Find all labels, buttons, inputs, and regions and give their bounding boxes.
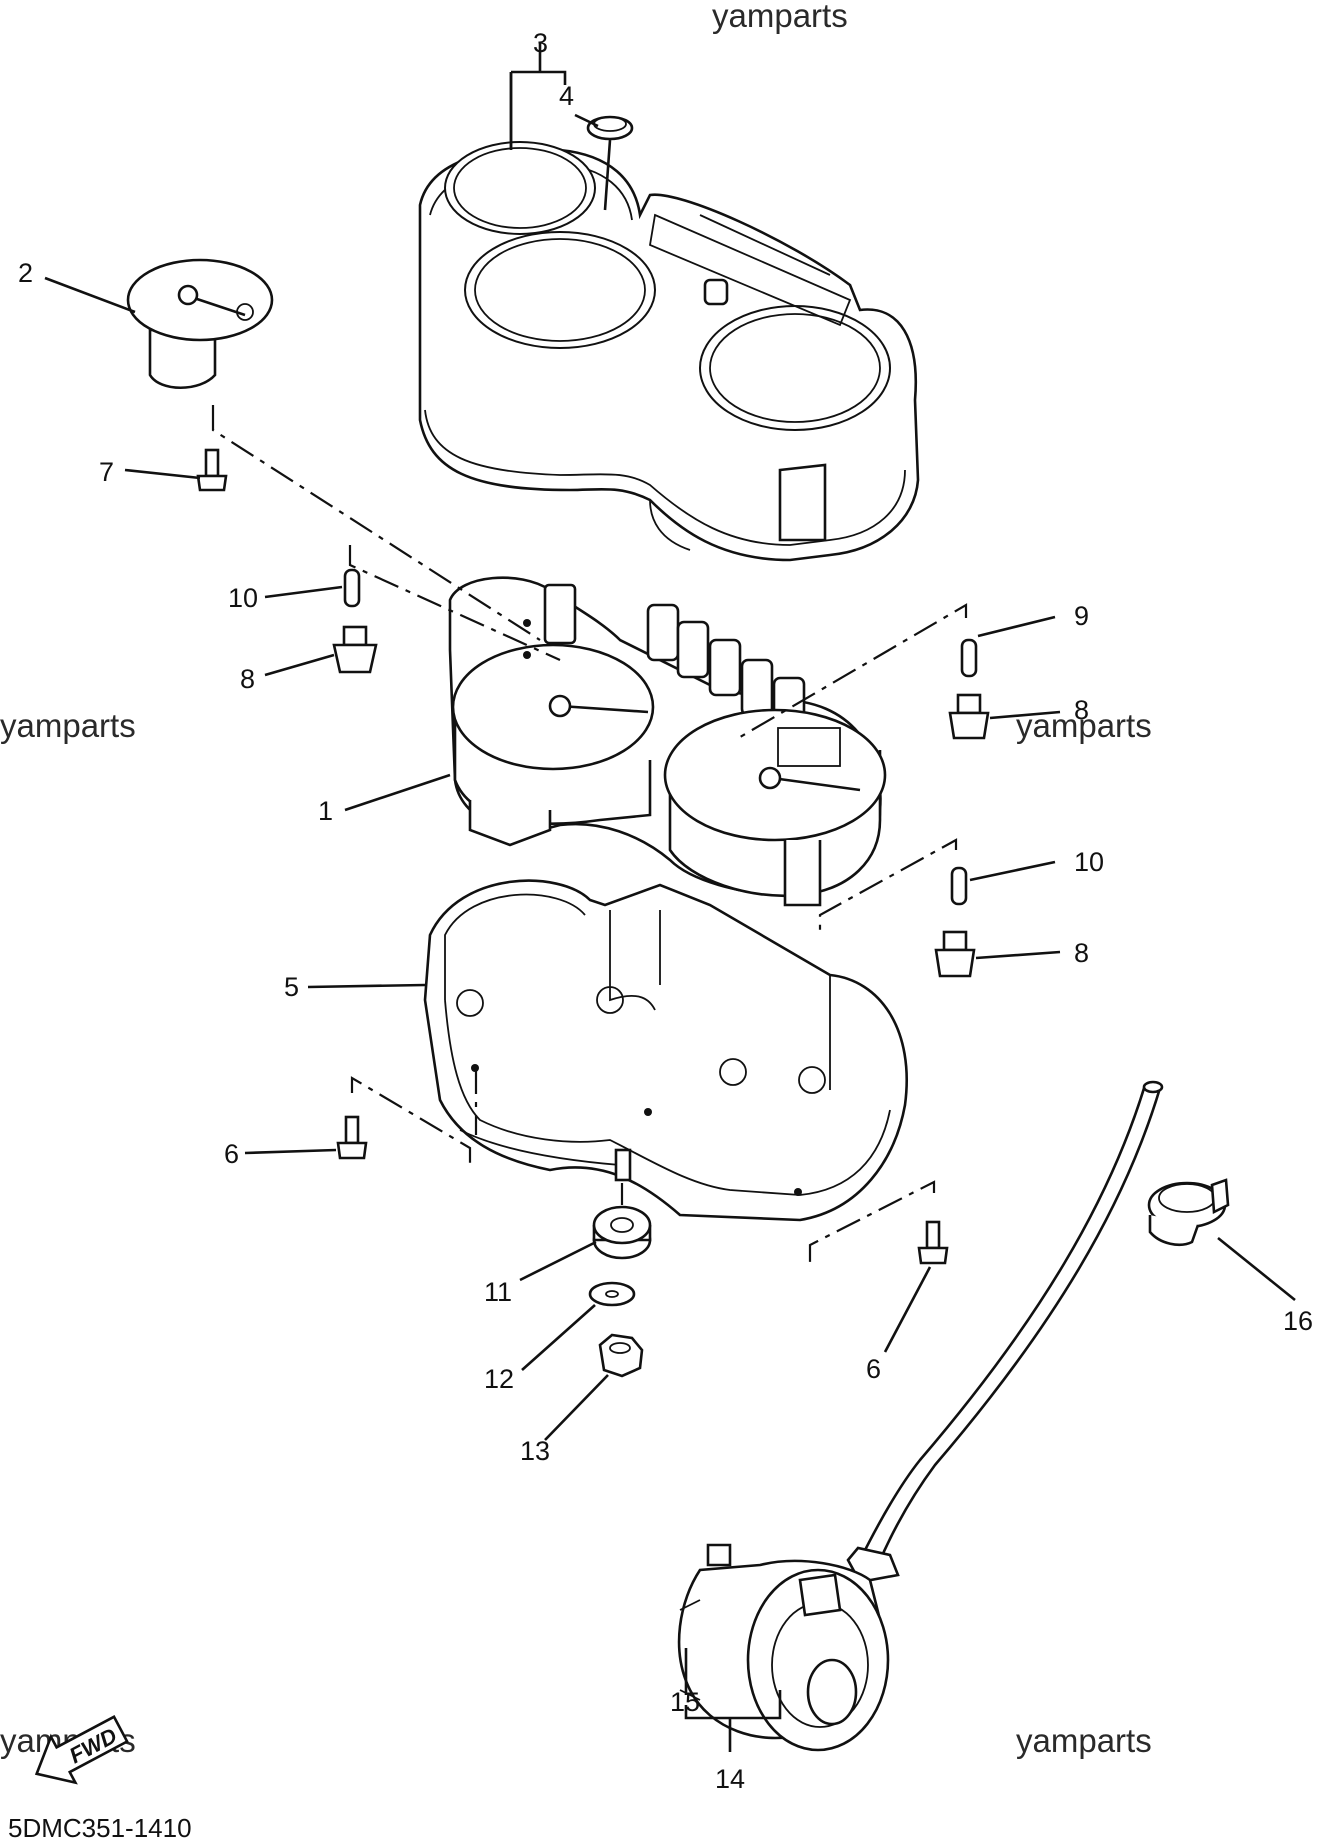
leader-10-right	[969, 860, 1056, 882]
leader-4	[574, 113, 612, 211]
leader-2	[44, 276, 136, 314]
leader-8-left	[264, 653, 335, 677]
leader-12	[521, 1304, 596, 1371]
grommet-8-left	[332, 625, 378, 674]
meter-assembly	[448, 576, 887, 907]
callout-8-left: 8	[240, 664, 255, 694]
callout-8-right-lower: 8	[1074, 938, 1089, 968]
callout-11: 11	[484, 1277, 512, 1307]
leader-11	[519, 1240, 597, 1282]
callout-8-right-upper: 8	[1074, 695, 1089, 725]
speedometer-lens	[464, 231, 656, 349]
callout-2: 2	[18, 258, 33, 288]
callout-10-left: 10	[228, 583, 258, 613]
callout-1: 1	[318, 796, 333, 826]
callout-16: 16	[1283, 1306, 1313, 1336]
bulb-10-right	[950, 866, 968, 906]
upper-meter-case	[418, 141, 920, 562]
diagram-code: 5DMC351-1410	[8, 1813, 192, 1843]
nut-13	[598, 1333, 644, 1378]
callout-9: 9	[1074, 601, 1089, 631]
lens-ring-part	[586, 115, 634, 141]
leader-8-right-lower	[975, 950, 1061, 960]
leader-16	[1217, 1236, 1296, 1302]
callout-12: 12	[484, 1364, 514, 1394]
bulb-9	[960, 638, 978, 678]
bracket-14	[684, 1690, 782, 1752]
small-gauge-unit	[126, 258, 274, 390]
assembly-line-screw-right	[808, 1180, 936, 1262]
screw-part-7	[196, 448, 228, 492]
callout-5: 5	[284, 972, 299, 1002]
callout-13: 13	[520, 1436, 550, 1466]
damper-11	[592, 1205, 652, 1260]
callout-15: 15	[670, 1687, 700, 1717]
callout-3: 3	[533, 28, 548, 58]
callout-10-right: 10	[1074, 847, 1104, 877]
callout-4: 4	[559, 81, 574, 111]
washer-12	[588, 1281, 636, 1307]
speedometer-gear-unit	[677, 1543, 890, 1752]
assembly-line-bulb-9	[734, 603, 968, 741]
leader-9	[977, 615, 1056, 638]
leader-7	[124, 468, 201, 480]
leader-1	[344, 773, 451, 812]
callout-14: 14	[715, 1764, 745, 1794]
leader-5	[307, 983, 426, 989]
assembly-line-gauge	[211, 405, 541, 641]
leader-8-right-upper	[989, 710, 1061, 720]
screw-6-left	[336, 1115, 368, 1160]
screw-6-right	[917, 1220, 949, 1265]
callout-6-left: 6	[224, 1139, 239, 1169]
leader-6-right	[883, 1266, 932, 1353]
callout-6-right: 6	[866, 1354, 881, 1384]
tachometer-lens	[444, 141, 596, 235]
grommet-8-right-upper	[948, 693, 990, 740]
leader-13	[544, 1374, 609, 1441]
stud-bolt	[614, 1148, 632, 1182]
leader-10-left	[264, 585, 343, 599]
bulb-10-left	[343, 568, 361, 608]
leader-6-left	[244, 1148, 337, 1155]
assembly-line-screw-left	[350, 1076, 472, 1165]
cable-clamp-16	[1147, 1178, 1230, 1246]
watermark-top: yamparts	[712, 0, 848, 34]
grommet-8-right-lower	[934, 930, 976, 978]
assembly-line-bulb-left	[348, 545, 561, 662]
watermark-bottom-right: yamparts	[1016, 1722, 1152, 1759]
assembly-line-bulb-10-right	[818, 838, 958, 935]
callout-7: 7	[99, 457, 114, 487]
watermark-left: yamparts	[0, 707, 136, 744]
lower-meter-case	[423, 879, 908, 1222]
right-gauge-lens	[699, 305, 891, 431]
